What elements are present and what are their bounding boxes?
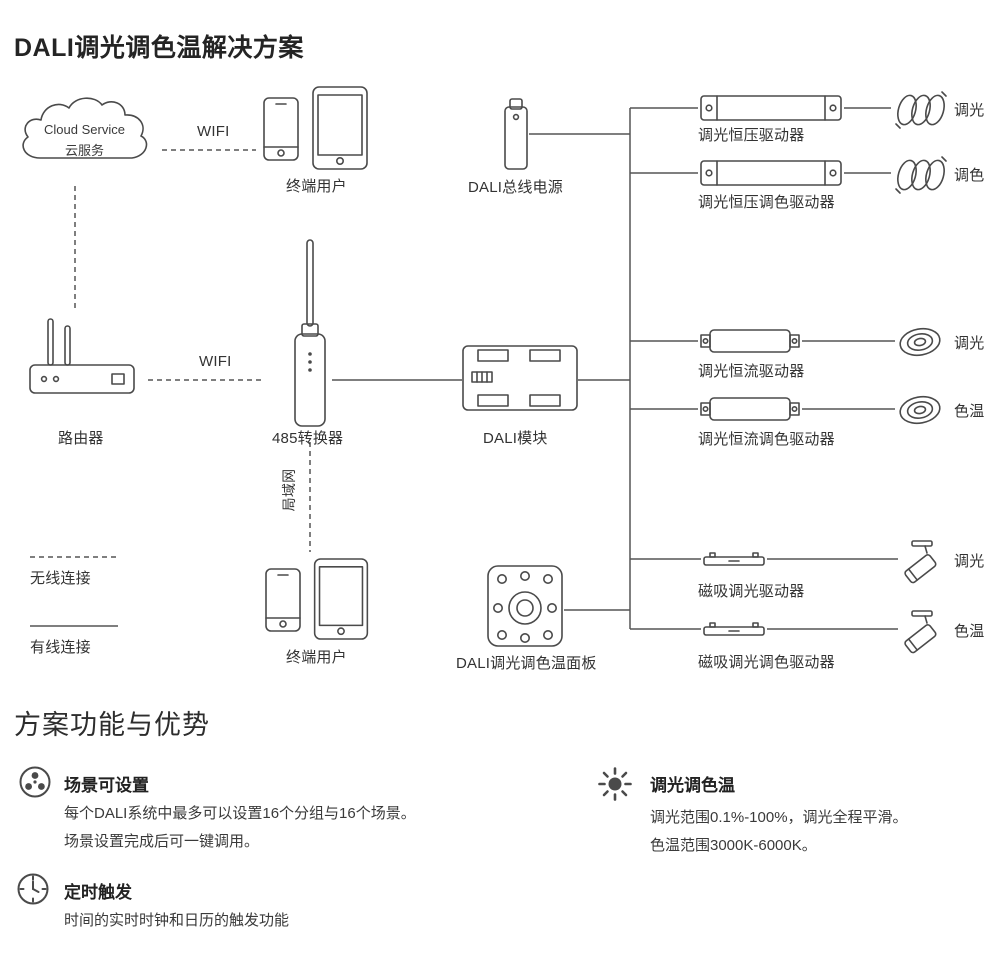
tablet-top-icon <box>312 86 368 170</box>
rs485-converter-icon <box>290 238 330 428</box>
track-light-icon <box>900 610 944 658</box>
end-user-top-label: 终端用户 <box>286 178 347 195</box>
page-title: DALI调光调色温解决方案 <box>14 34 304 62</box>
wifi-top-label: WIFI <box>197 123 230 140</box>
output-label-row4: 色温 <box>954 403 985 420</box>
converter-label: 485转换器 <box>272 430 344 447</box>
dali-panel-icon <box>487 565 563 647</box>
led-strip-icon <box>893 153 949 197</box>
driver-label-row4: 调光恒流调色驱动器 <box>698 431 835 448</box>
magnetic-color-driver-icon <box>703 621 765 637</box>
legend-wireless-label: 无线连接 <box>30 570 91 587</box>
router-icon <box>28 318 136 403</box>
driver-label-row1: 调光恒压驱动器 <box>698 127 805 144</box>
cv-color-driver-icon <box>700 160 842 186</box>
dali-module-label: DALI模块 <box>483 430 548 447</box>
end-user-bottom-label: 终端用户 <box>286 649 347 666</box>
output-label-row6: 色温 <box>954 623 985 640</box>
driver-label-row5: 磁吸调光驱动器 <box>698 583 805 600</box>
feature-scene-line1: 每个DALI系统中最多可以设置16个分组与16个场景。 <box>64 805 416 822</box>
router-label: 路由器 <box>58 430 104 447</box>
sun-icon <box>597 766 633 802</box>
downlight-icon <box>897 392 943 428</box>
cloud-service-label-cn: 云服务 <box>64 143 104 158</box>
feature-scene-line2: 场景设置完成后可一键调用。 <box>64 833 260 850</box>
cloud-service-label: Cloud Service <box>44 122 125 137</box>
driver-label-row3: 调光恒流驱动器 <box>698 363 805 380</box>
track-light-icon <box>900 540 944 588</box>
output-label-row5: 调光 <box>954 553 985 570</box>
output-label-row1: 调光 <box>954 102 985 119</box>
lan-label: 局域网 <box>281 468 297 512</box>
dali-bus-power-label: DALI总线电源 <box>468 179 563 196</box>
feature-dimming-title: 调光调色温 <box>650 776 735 795</box>
led-strip-icon <box>893 88 949 132</box>
clock-icon <box>16 872 50 906</box>
cloud-icon <box>22 97 148 159</box>
feature-timer-title: 定时触发 <box>64 883 132 902</box>
output-label-row2: 调色 <box>954 167 985 184</box>
dali-panel-label: DALI调光调色温面板 <box>456 655 597 672</box>
dali-bus-power-icon <box>503 98 529 170</box>
wifi-mid-label: WIFI <box>199 353 232 370</box>
feature-scene-title: 场景可设置 <box>64 776 149 795</box>
driver-label-row6: 磁吸调光调色驱动器 <box>698 654 835 671</box>
downlight-icon <box>897 324 943 360</box>
legend-wired-label: 有线连接 <box>30 639 91 656</box>
feature-dimming-line2: 色温范围3000K-6000K。 <box>650 837 817 854</box>
phone-bottom-icon <box>265 568 301 632</box>
scene-reel-icon <box>18 765 52 799</box>
cv-dimming-driver-icon <box>700 95 842 121</box>
tablet-bottom-icon <box>313 558 369 640</box>
magnetic-driver-icon <box>703 551 765 567</box>
dali-module-icon <box>462 345 578 411</box>
feature-timer-line1: 时间的实时时钟和日历的触发功能 <box>64 912 290 929</box>
cc-dimming-driver-icon <box>700 328 800 354</box>
cc-color-driver-icon <box>700 396 800 422</box>
features-section-title: 方案功能与优势 <box>14 710 210 740</box>
driver-label-row2: 调光恒压调色驱动器 <box>698 194 835 211</box>
phone-top-icon <box>263 97 299 161</box>
output-label-row3: 调光 <box>954 335 985 352</box>
feature-dimming-line1: 调光范围0.1%-100%，调光全程平滑。 <box>650 809 908 826</box>
cloud-node: Cloud Service 云服务 <box>12 92 157 177</box>
